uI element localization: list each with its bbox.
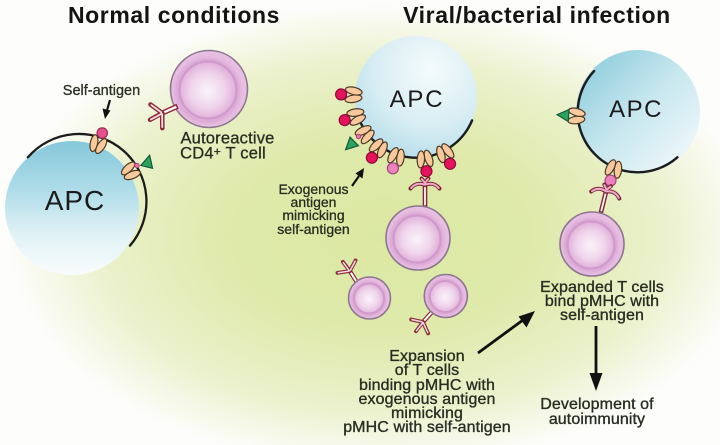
svg-text:APC: APC (609, 96, 663, 123)
svg-text:Normal conditions: Normal conditions (68, 2, 280, 28)
svg-text:self-antigen: self-antigen (277, 221, 349, 237)
svg-text:autoimmunity: autoimmunity (549, 411, 645, 428)
svg-text:APC: APC (45, 185, 106, 216)
svg-text:Expansion: Expansion (389, 348, 465, 365)
svg-text:mimicking: mimicking (282, 207, 344, 223)
svg-text:mimicking: mimicking (391, 405, 463, 422)
svg-text:binding pMHC with: binding pMHC with (359, 377, 495, 394)
svg-text:exogenous antigen: exogenous antigen (359, 391, 496, 408)
svg-text:Exogenous: Exogenous (278, 181, 348, 197)
svg-text:self-antigen: self-antigen (560, 307, 644, 324)
svg-text:of T cells: of T cells (395, 362, 459, 379)
svg-text:bind pMHC with: bind pMHC with (545, 293, 659, 310)
svg-text:Autoreactive: Autoreactive (180, 130, 274, 148)
svg-text:pMHC with self-antigen: pMHC with self-antigen (343, 419, 511, 436)
svg-text:CD4+ T cell: CD4+ T cell (180, 144, 266, 162)
svg-text:antigen: antigen (291, 194, 337, 210)
svg-text:Development of: Development of (540, 396, 654, 413)
svg-text:Self-antigen: Self-antigen (63, 83, 140, 99)
svg-text:Viral/bacterial infection: Viral/bacterial infection (403, 2, 671, 28)
svg-text:APC: APC (390, 86, 445, 113)
svg-text:Expanded T cells: Expanded T cells (540, 279, 664, 296)
